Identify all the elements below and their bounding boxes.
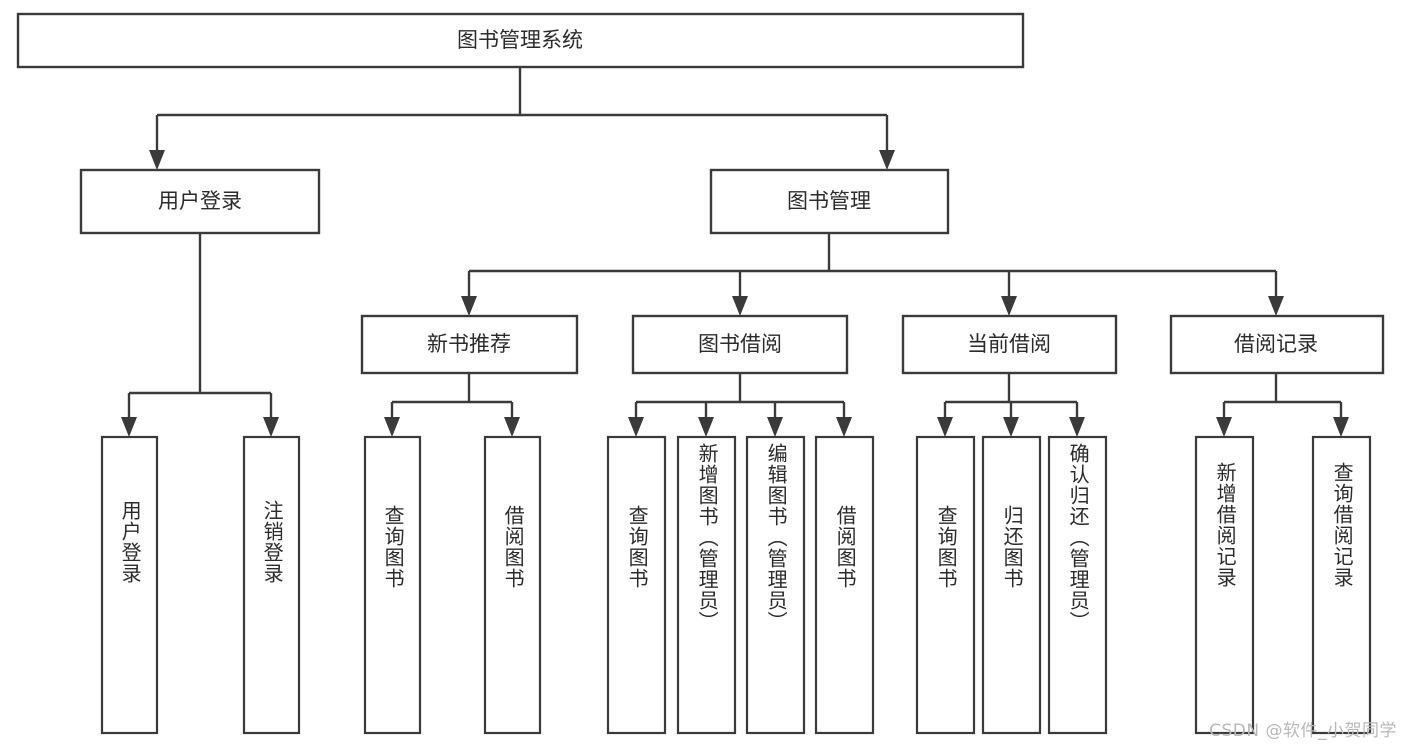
node-borrow-record-label: 借阅记录: [1234, 332, 1318, 356]
leaf-box-user-logout[interactable]: [242, 435, 301, 735]
leaf-box-add-record[interactable]: [1194, 435, 1255, 735]
connector-newbook-to-leaves: [384, 373, 520, 437]
connector-currentborrow-to-leaves: [937, 373, 1085, 437]
node-book-borrow-label: 图书借阅: [698, 332, 782, 356]
node-borrow-record[interactable]: 借阅记录: [1169, 314, 1385, 375]
leaf-box-confirm-return[interactable]: [1047, 435, 1108, 735]
connector-userlogin-to-leaves: [121, 233, 279, 437]
leaf-box-user-login[interactable]: [100, 435, 159, 735]
leaf-box-add-book[interactable]: [676, 435, 737, 735]
leaf-box-query-record[interactable]: [1311, 435, 1372, 735]
node-root-label: 图书管理系统: [457, 28, 583, 52]
leaf-box-edit-book[interactable]: [745, 435, 806, 735]
node-book-manage[interactable]: 图书管理: [709, 168, 950, 235]
leaf-box-query-book-current[interactable]: [915, 435, 976, 735]
connector-borrowrecord-to-leaves: [1216, 373, 1349, 437]
leaf-box-return-book[interactable]: [981, 435, 1042, 735]
leaf-box-query-book-borrow[interactable]: [606, 435, 667, 735]
leaf-box-borrow-book-rec[interactable]: [483, 435, 542, 735]
connector-root-to-level1: [149, 67, 895, 170]
watermark-text: CSDN @软件_小贺同学: [1209, 721, 1397, 741]
node-user-login-label: 用户登录: [158, 189, 242, 213]
node-user-login[interactable]: 用户登录: [79, 168, 321, 235]
node-root[interactable]: 图书管理系统: [16, 12, 1025, 69]
node-new-book-recommend-label: 新书推荐: [427, 332, 511, 356]
node-current-borrow[interactable]: 当前借阅: [901, 314, 1118, 375]
leaf-box-borrow-book[interactable]: [814, 435, 875, 735]
connector-bookmanage-to-level2: [461, 233, 1284, 316]
leaf-box-query-book-rec[interactable]: [363, 435, 422, 735]
node-book-manage-label: 图书管理: [787, 189, 871, 213]
node-current-borrow-label: 当前借阅: [967, 332, 1051, 356]
node-book-borrow[interactable]: 图书借阅: [631, 314, 849, 375]
connector-bookborrow-to-leaves: [628, 373, 852, 437]
node-new-book-recommend[interactable]: 新书推荐: [360, 314, 579, 375]
